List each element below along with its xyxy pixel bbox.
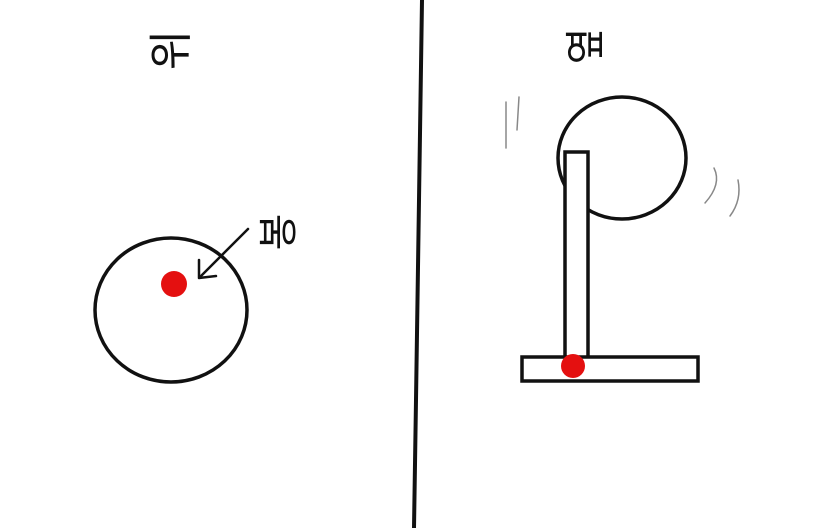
pointer-arrow	[197, 227, 250, 280]
top-view-label: 위	[146, 30, 197, 70]
base-marker-dot	[561, 354, 585, 378]
motion-marks	[505, 96, 740, 217]
top-view-panel: 위 봉	[93, 30, 302, 384]
pole-marker-dot	[161, 271, 187, 297]
side-view-label: 옆	[563, 28, 609, 65]
side-view-pole	[563, 150, 590, 372]
divider-line	[412, 0, 424, 528]
side-view-base	[520, 355, 700, 383]
top-view-circle	[93, 236, 249, 384]
side-view-head-circle	[556, 95, 688, 221]
pointer-label: 봉	[256, 214, 302, 251]
side-view-panel: 옆	[505, 28, 740, 383]
